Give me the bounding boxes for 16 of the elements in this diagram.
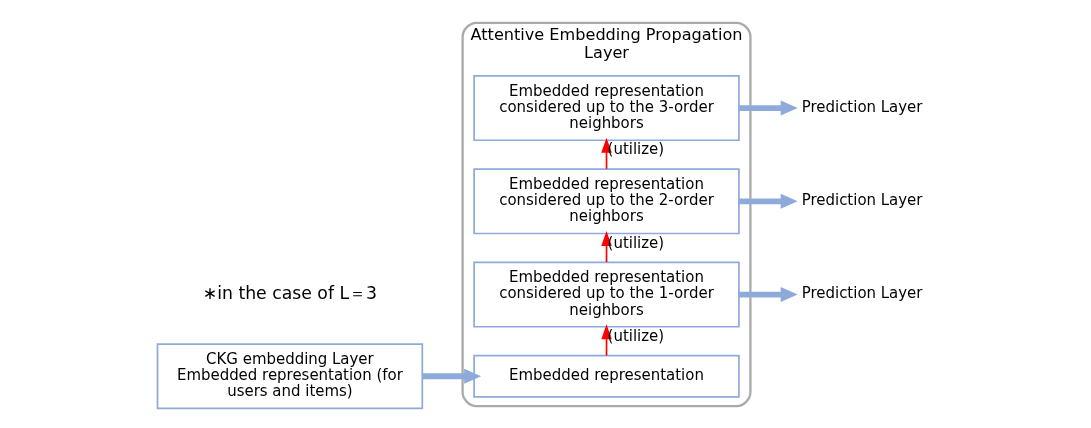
arrow: [422, 368, 482, 384]
arrow: [739, 100, 798, 115]
edge-label: (utilize): [607, 139, 665, 158]
node-text: Prediction Layer: [801, 190, 923, 209]
arrow: [739, 286, 798, 302]
node-box: CKG embedding Layer Embedded representation (for users and items): [156, 342, 424, 409]
arrow: [739, 193, 798, 209]
node-box: Embedded representation considered up to the 3-order neighbors: [473, 74, 740, 141]
edge-label: (utilize): [607, 233, 665, 252]
label: ∗in the case of L＝3: [202, 282, 378, 303]
node-text: Prediction Layer: [801, 283, 923, 302]
node-box: Embedded representation: [473, 354, 740, 398]
node-box: Embedded representation considered up to the 1-order neighbors: [473, 260, 740, 328]
node-box: Embedded representation considered up to the 2-order neighbors: [473, 167, 740, 234]
edge-label: (utilize): [607, 326, 665, 345]
node-text: Prediction Layer: [801, 97, 923, 116]
